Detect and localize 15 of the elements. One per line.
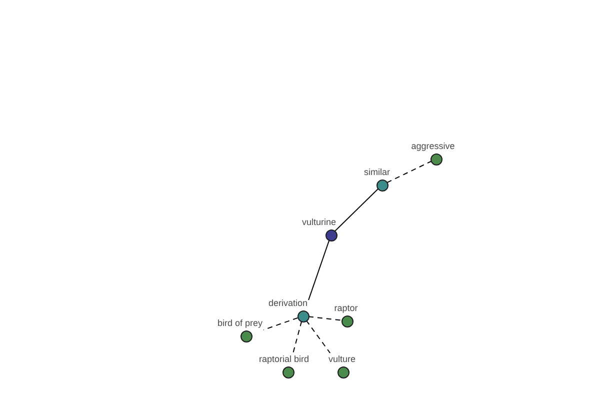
node-label: vulture [328,354,356,365]
node-label: derivation [268,298,308,309]
dashed-connector [386,160,432,184]
node-label: raptor [334,303,358,314]
connector-line [334,188,379,232]
dashed-connector [292,320,302,354]
connector-line [308,240,330,301]
node-label: vulturine [302,217,336,228]
node-label: bird of prey [217,318,263,329]
dashed-connector [263,317,298,330]
node-label: raptorial bird [258,354,310,365]
dashed-connector [308,316,344,321]
node-label: aggressive [411,141,455,152]
node-label: similar [364,167,390,178]
dashed-connector [306,320,331,354]
